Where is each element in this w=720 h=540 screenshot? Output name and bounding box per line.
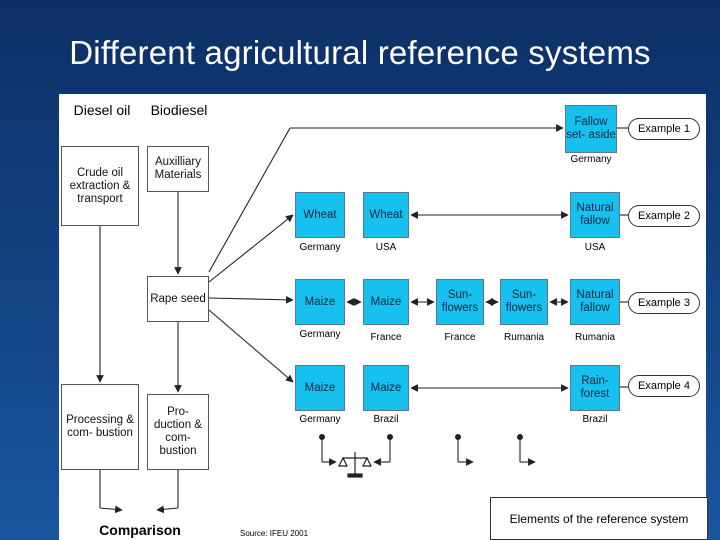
- balance-scale-icon: [338, 452, 372, 478]
- source-note: Source: IFEU 2001: [240, 529, 309, 538]
- country-label: USA: [584, 242, 606, 253]
- rape-seed-box: Rape seed: [147, 276, 209, 322]
- example-3-pill: Example 3: [628, 292, 700, 314]
- rape-seed-label: Rape seed: [150, 292, 206, 305]
- auxiliary-materials-label: Auxilliary Materials: [154, 156, 202, 181]
- crude-oil-label: Crude oil extraction & transport: [69, 166, 131, 205]
- cell-rain-forest-brazil: Rain- forest: [570, 365, 620, 411]
- cell-label: Sun- flowers: [505, 289, 543, 314]
- cell-label: Maize: [304, 381, 336, 394]
- cell-maize-france: Maize: [363, 279, 409, 325]
- country-label: USA: [375, 242, 397, 253]
- cell-wheat-germany: Wheat: [295, 192, 345, 238]
- country-label: Brazil: [373, 414, 399, 425]
- country-label: Germany: [299, 329, 341, 340]
- cell-natural-fallow-usa: Natural fallow: [570, 192, 620, 238]
- cell-maize-germany: Maize: [295, 279, 345, 325]
- country-label: Rumania: [503, 332, 545, 343]
- cell-natural-fallow-rumania: Natural fallow: [570, 279, 620, 325]
- cell-label: Maize: [370, 295, 402, 308]
- cell-sunflowers-rumania: Sun- flowers: [500, 279, 548, 325]
- country-label: France: [370, 332, 402, 343]
- cell-label: Maize: [304, 295, 336, 308]
- cell-label: Wheat: [303, 208, 337, 221]
- processing-label: Processing & com- bustion: [66, 414, 134, 439]
- cell-maize-germany-2: Maize: [295, 365, 345, 411]
- country-label: Brazil: [582, 414, 608, 425]
- country-label: Germany: [299, 242, 341, 253]
- example-1-pill: Example 1: [628, 118, 700, 140]
- cell-maize-brazil: Maize: [363, 365, 409, 411]
- processing-box: Processing & com- bustion: [61, 384, 139, 470]
- cell-label: Sun- flowers: [441, 289, 479, 314]
- country-label: Rumania: [574, 332, 616, 343]
- slide-title: Different agricultural reference systems: [69, 34, 651, 71]
- cell-label: Rain- forest: [580, 375, 610, 400]
- comparison-label: Comparison: [99, 522, 181, 538]
- header-diesel-oil: Diesel oil: [73, 102, 131, 118]
- country-label: France: [444, 332, 476, 343]
- cell-label: Wheat: [369, 208, 403, 221]
- example-2-pill: Example 2: [628, 205, 700, 227]
- country-label: Germany: [570, 154, 612, 165]
- cell-label: Fallow set- aside: [566, 116, 616, 141]
- example-4-pill: Example 4: [628, 375, 700, 397]
- header-biodiesel: Biodiesel: [150, 102, 208, 118]
- production-label: Pro- duction & com- bustion: [154, 406, 202, 457]
- cell-label: Maize: [370, 381, 402, 394]
- cell-wheat-usa: Wheat: [363, 192, 409, 238]
- crude-oil-box: Crude oil extraction & transport: [61, 146, 139, 226]
- auxiliary-materials-box: Auxilliary Materials: [147, 146, 209, 192]
- production-box: Pro- duction & com- bustion: [147, 394, 209, 470]
- country-label: Germany: [299, 414, 341, 425]
- legend-label: Elements of the reference system: [509, 511, 689, 526]
- cell-label: Natural fallow: [576, 289, 614, 314]
- cell-label: Natural fallow: [576, 202, 614, 227]
- cell-fallow-set-aside: Fallow set- aside: [565, 105, 617, 153]
- cell-sunflowers-france: Sun- flowers: [436, 279, 484, 325]
